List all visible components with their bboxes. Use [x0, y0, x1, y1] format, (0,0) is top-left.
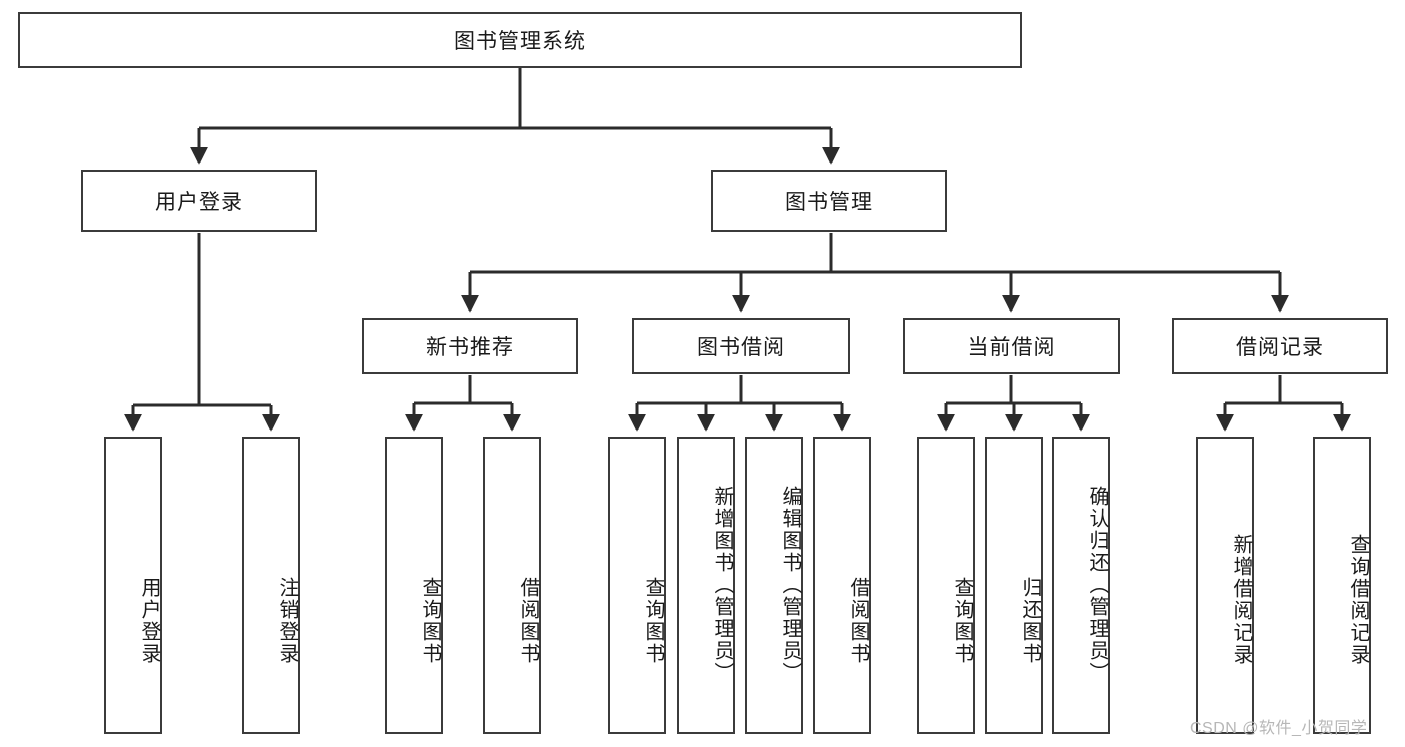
leaf-logout-label: 注销登录	[276, 576, 298, 665]
node-book-borrow[interactable]: 图书借阅	[632, 318, 850, 374]
leaf-borrow-book-2-label: 借阅图书	[847, 576, 869, 665]
node-root-label: 图书管理系统	[454, 30, 586, 53]
node-new-book-recommend[interactable]: 新书推荐	[362, 318, 578, 374]
node-borrow-record[interactable]: 借阅记录	[1172, 318, 1388, 374]
leaf-add-record-label: 新增借阅记录	[1230, 533, 1252, 666]
leaf-query-record[interactable]: 查询借阅记录	[1313, 437, 1371, 734]
leaf-confirm-return[interactable]: 确认归还（管理员）	[1052, 437, 1110, 734]
node-user-login[interactable]: 用户登录	[81, 170, 317, 232]
node-borrow-record-label: 借阅记录	[1236, 336, 1324, 359]
watermark-text: CSDN @软件_小贺同学	[1190, 720, 1368, 737]
leaf-query-book-1-label: 查询图书	[419, 576, 441, 665]
leaf-add-book-label: 新增图书（管理员）	[711, 485, 733, 684]
node-book-manage[interactable]: 图书管理	[711, 170, 947, 232]
leaf-edit-book[interactable]: 编辑图书（管理员）	[745, 437, 803, 734]
leaf-add-record[interactable]: 新增借阅记录	[1196, 437, 1254, 734]
leaf-user-login[interactable]: 用户登录	[104, 437, 162, 734]
leaf-user-login-label: 用户登录	[138, 576, 160, 665]
leaf-return-book-label: 归还图书	[1019, 576, 1041, 665]
node-root[interactable]: 图书管理系统	[18, 12, 1022, 68]
node-user-login-label: 用户登录	[155, 191, 243, 214]
leaf-add-book[interactable]: 新增图书（管理员）	[677, 437, 735, 734]
leaf-logout[interactable]: 注销登录	[242, 437, 300, 734]
leaf-edit-book-label: 编辑图书（管理员）	[779, 485, 801, 684]
node-current-borrow[interactable]: 当前借阅	[903, 318, 1120, 374]
leaf-query-book-3-label: 查询图书	[951, 576, 973, 665]
leaf-query-book-2[interactable]: 查询图书	[608, 437, 666, 734]
leaf-query-book-1[interactable]: 查询图书	[385, 437, 443, 734]
node-current-borrow-label: 当前借阅	[967, 336, 1056, 359]
leaf-borrow-book-1-label: 借阅图书	[517, 576, 539, 665]
leaf-query-book-2-label: 查询图书	[642, 576, 664, 665]
node-book-borrow-label: 图书借阅	[697, 336, 785, 359]
leaf-query-book-3[interactable]: 查询图书	[917, 437, 975, 734]
leaf-borrow-book-1[interactable]: 借阅图书	[483, 437, 541, 734]
node-book-manage-label: 图书管理	[785, 191, 873, 214]
leaf-confirm-return-label: 确认归还（管理员）	[1086, 485, 1108, 684]
node-new-book-recommend-label: 新书推荐	[426, 336, 514, 359]
leaf-query-record-label: 查询借阅记录	[1347, 533, 1369, 666]
leaf-return-book[interactable]: 归还图书	[985, 437, 1043, 734]
leaf-borrow-book-2[interactable]: 借阅图书	[813, 437, 871, 734]
